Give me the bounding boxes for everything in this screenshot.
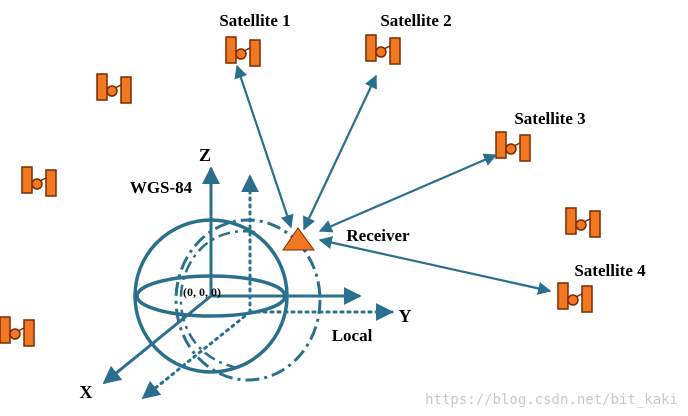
signal-line-satellite-1 bbox=[234, 64, 294, 229]
signal-line-satellite-2 bbox=[303, 74, 377, 231]
signal-line-satellite-3 bbox=[318, 153, 498, 233]
y-axis-label: Y bbox=[399, 306, 412, 326]
receiver-triangle-icon bbox=[282, 227, 315, 251]
satellite-2-label: Satellite 2 bbox=[380, 11, 451, 30]
z-axis-label: Z bbox=[199, 145, 211, 165]
local-ellipse bbox=[174, 218, 322, 382]
watermark: https://blog.csdn.net/bit_kaki bbox=[425, 392, 678, 408]
satellite-icon bbox=[0, 316, 35, 347]
satellite-icon bbox=[21, 166, 57, 197]
receiver-label: Receiver bbox=[346, 226, 410, 245]
x-axis-label: X bbox=[80, 382, 93, 402]
local-frame bbox=[141, 174, 394, 400]
wgs84-axes bbox=[102, 166, 362, 385]
satellite-1-icon bbox=[225, 36, 261, 67]
local-x-axis bbox=[141, 310, 252, 400]
x-axis bbox=[102, 294, 212, 385]
satellite-3-icon bbox=[495, 131, 531, 162]
signal-line-satellite-4 bbox=[318, 236, 552, 295]
satellite-icon bbox=[96, 73, 132, 104]
satellite-3-label: Satellite 3 bbox=[514, 109, 585, 128]
satellite-2-icon bbox=[365, 34, 401, 65]
local-label: Local bbox=[332, 326, 373, 345]
satellite-4-label: Satellite 4 bbox=[574, 261, 646, 280]
satellite-icon bbox=[565, 207, 601, 238]
satellite-1-label: Satellite 1 bbox=[219, 11, 290, 30]
origin-label: (0, 0, 0) bbox=[183, 285, 221, 299]
satellite-4-icon bbox=[557, 282, 593, 313]
globe-meridian bbox=[179, 230, 256, 370]
frame-label: WGS-84 bbox=[130, 178, 193, 197]
